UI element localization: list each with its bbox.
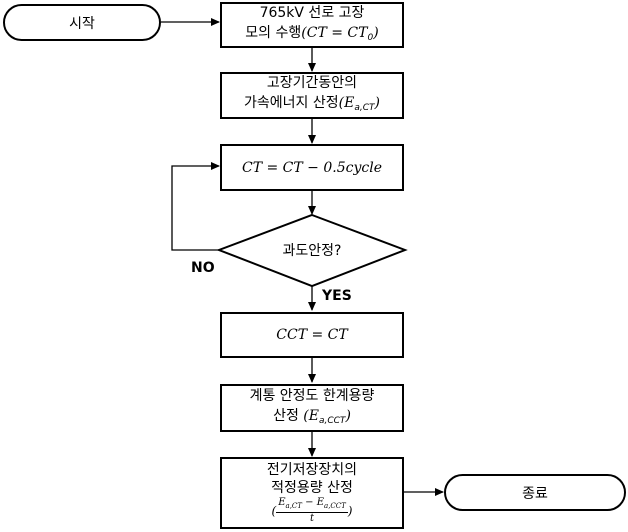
step6-line1: 전기저장장치의: [266, 462, 358, 478]
step2-line1: 고장기간동안의: [266, 75, 358, 91]
step-cct-assign: CCT = CT: [220, 312, 404, 358]
step6-fraction-denominator: t: [309, 513, 315, 524]
step5-line2: 산정 (Ea,CCT): [273, 406, 351, 431]
step6-num-a-sub: a,CT: [285, 502, 302, 510]
step2-line2-text: 가속에너지 산정: [244, 95, 339, 111]
step6-frac-close: ): [347, 504, 353, 518]
step6-num-a: E: [278, 497, 286, 508]
step-accel-energy: 고장기간동안의 가속에너지 산정(Ea,CT): [220, 72, 404, 119]
end-label: 종료: [522, 485, 548, 502]
step5-line1: 계통 안정도 한계용량: [249, 387, 375, 404]
step6-line2: 적정용량 산정: [271, 480, 353, 496]
step-ct-decrement: CT = CT − 0.5cycle: [220, 144, 404, 191]
step1-line2-text: 모의 수행: [245, 24, 302, 41]
start-label: 시작: [69, 15, 95, 32]
step1-line2-sub: 0: [367, 32, 374, 43]
no-label: NO: [191, 260, 215, 276]
step6-frac-open: (: [271, 504, 277, 518]
yes-label: YES: [322, 288, 352, 304]
step1-line2-close: ): [373, 24, 379, 41]
start-terminal: 시작: [3, 4, 161, 41]
step1-line1: 765kV 선로 고장: [259, 4, 365, 21]
end-terminal: 종료: [444, 474, 626, 511]
step6-num-b-sub: a,CCT: [324, 502, 346, 510]
step-stability-limit: 계통 안정도 한계용량 산정 (Ea,CCT): [220, 384, 404, 432]
step2-line2-sub: a,CT: [354, 103, 375, 113]
step5-line2-math: (E: [303, 407, 319, 424]
step2-line2: 가속에너지 산정(Ea,CT): [244, 93, 380, 118]
step-fault-simulation: 765kV 선로 고장 모의 수행(CT = CT0): [220, 2, 404, 48]
step6-num-b: E: [316, 497, 325, 508]
step1-line2: 모의 수행(CT = CT0): [245, 23, 378, 48]
step4-math: CCT = CT: [276, 327, 348, 343]
step6-num-minus: −: [301, 497, 317, 508]
step5-line2-text: 산정: [273, 407, 304, 424]
step2-line2-math: (E: [338, 95, 355, 111]
step5-line2-close: ): [345, 407, 351, 424]
step5-line2-sub: a,CCT: [318, 415, 346, 426]
decision-label: 과도안정?: [282, 243, 342, 259]
arrow-no-loop: [171, 162, 220, 251]
step2-line2-close: ): [374, 95, 380, 111]
step6-fraction-numerator: Ea,CT − Ea,CCT: [276, 497, 348, 513]
step1-line2-math: (CT = CT: [301, 24, 368, 41]
step3-math: CT = CT − 0.5cycle: [242, 159, 382, 176]
